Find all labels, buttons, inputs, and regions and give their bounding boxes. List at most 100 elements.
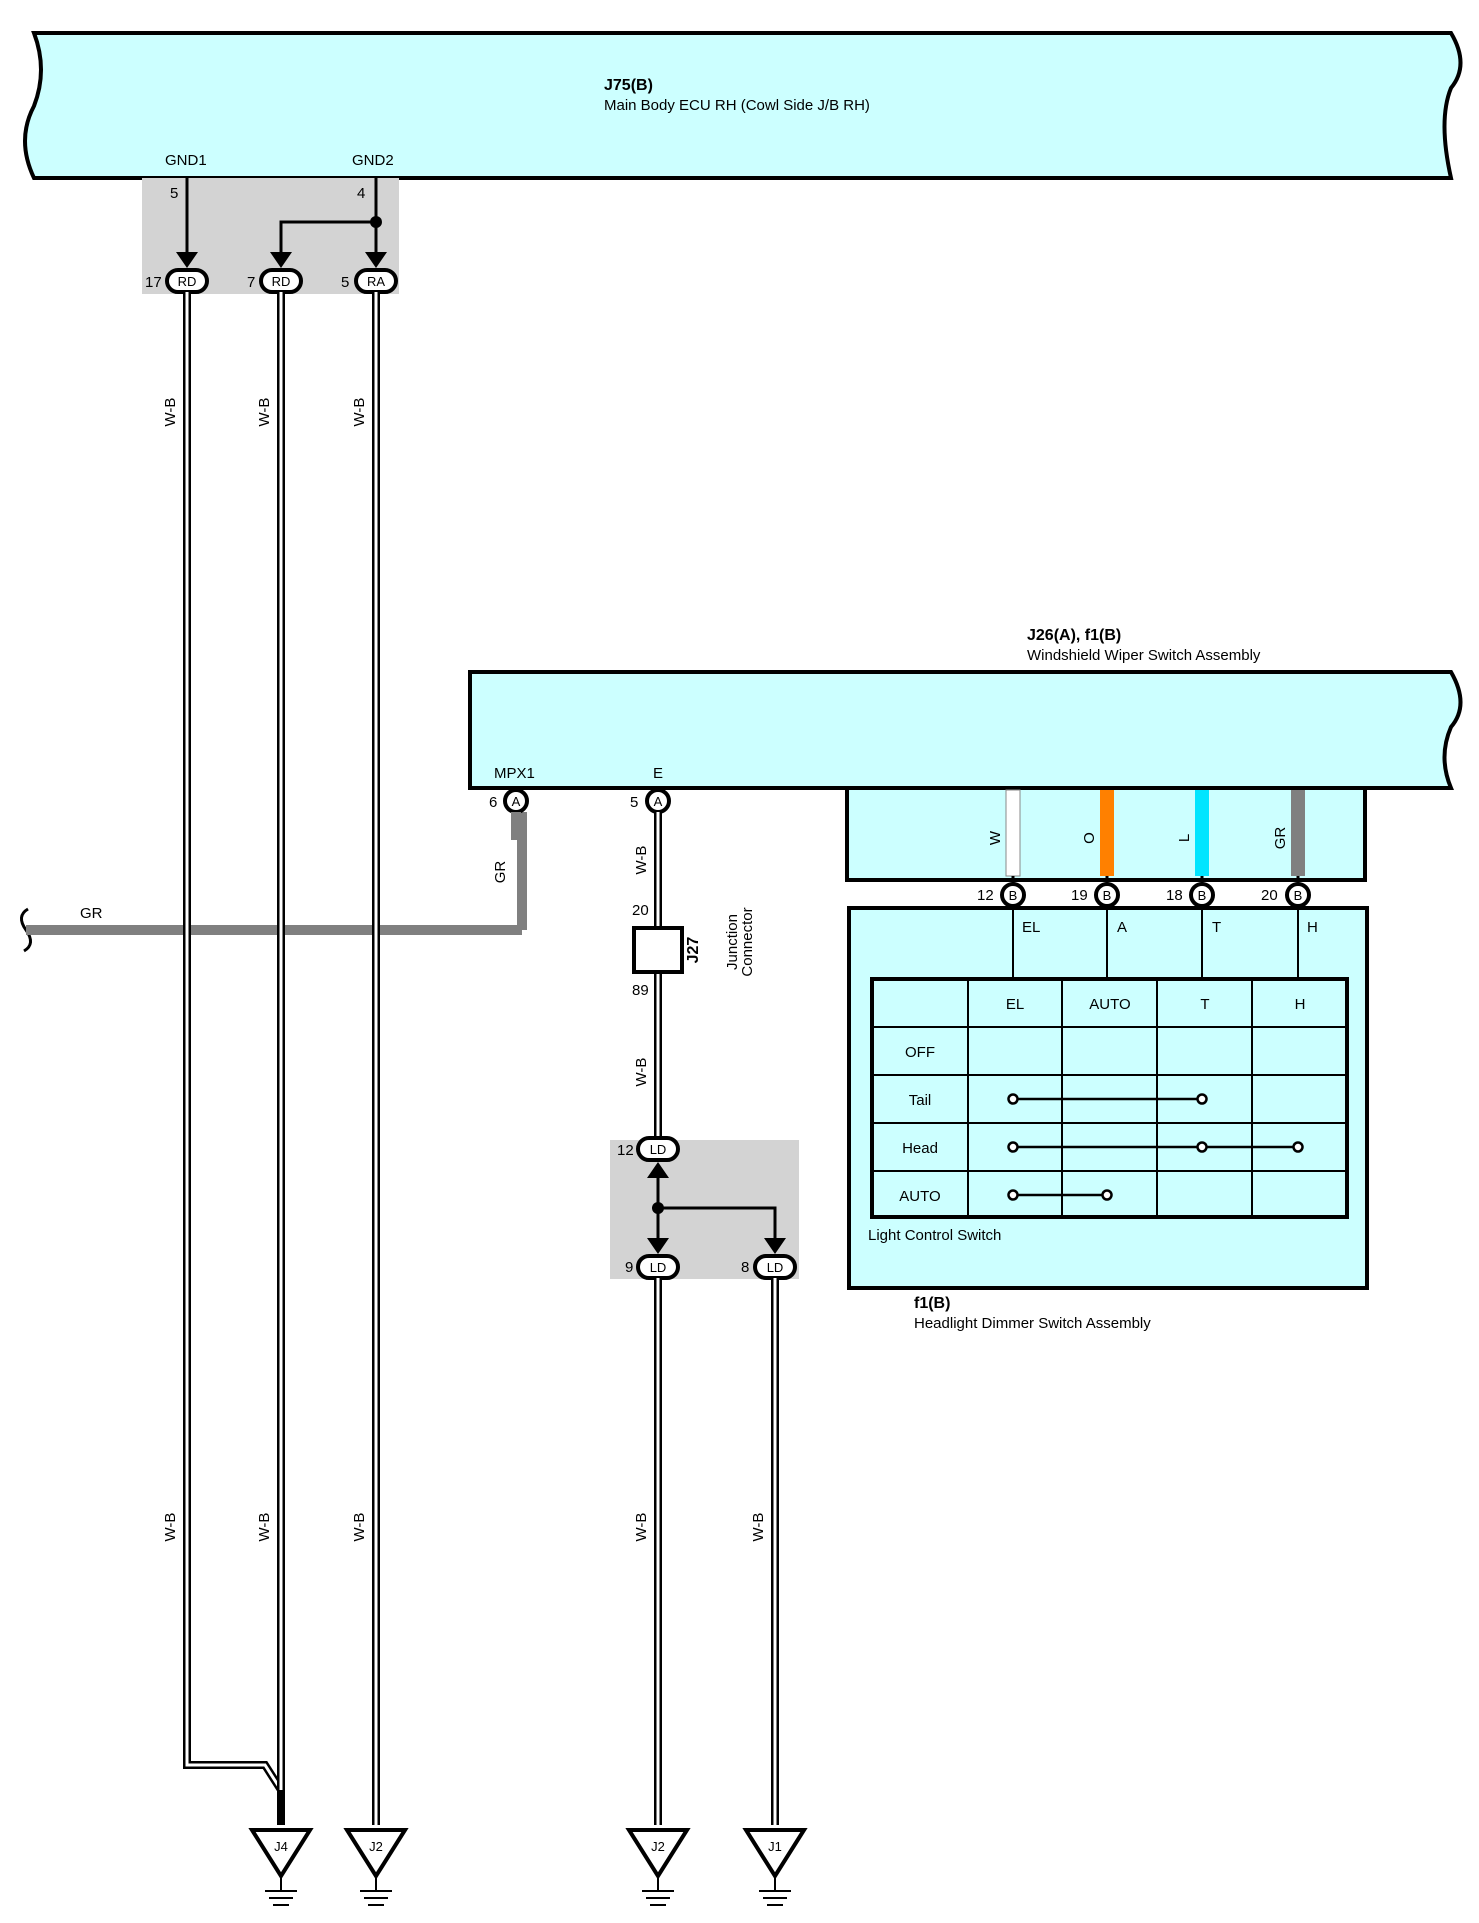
junction-pin-out: 89	[632, 982, 649, 999]
ld-pin-9: 9	[625, 1259, 633, 1276]
splice-joint	[370, 216, 382, 228]
gr-crossing-1	[196, 925, 272, 935]
junction-name-2: Connector	[739, 907, 756, 976]
connector-ra-5-code: RA	[367, 274, 385, 289]
gr-crossing-3	[385, 925, 522, 935]
switch-contact-auto-0	[1007, 1189, 1019, 1201]
arrow-ld-8	[764, 1238, 786, 1254]
wiper-pin-6: 6	[489, 794, 497, 811]
junction-name-1: Junction	[724, 914, 741, 970]
b-pin-20: 20	[1261, 887, 1278, 904]
table-col-t: T	[1200, 996, 1209, 1013]
ground-j4-label: J4	[274, 1839, 288, 1854]
table-row-head: Head	[902, 1140, 938, 1157]
ground-j2a-label: J2	[369, 1839, 383, 1854]
ground-j2b-label: J2	[651, 1839, 665, 1854]
gr-crossing-2	[290, 925, 366, 935]
wb-label-3b: W-B	[351, 1513, 368, 1542]
light-control-table	[870, 977, 1349, 1219]
junction-code: J27	[685, 937, 702, 964]
connector-ld-9-code: LD	[650, 1260, 667, 1275]
ld-pin-8: 8	[741, 1259, 749, 1276]
ecu-pin-gnd1-number: 5	[170, 185, 178, 202]
switch-contact-head-0	[1007, 1141, 1019, 1153]
table-row-off: OFF	[905, 1044, 935, 1061]
gr-wire-label: GR	[80, 905, 103, 922]
splice-wire-branch	[279, 220, 376, 262]
connector-rd-7-code: RD	[272, 274, 291, 289]
arrow-ld-9	[647, 1238, 669, 1254]
switch-connections	[1007, 1093, 1304, 1201]
ecu-splice-pin-7: 7	[247, 274, 255, 291]
ground-j2-a: J2	[343, 1828, 409, 1906]
ecu-pin-gnd2-name: GND2	[352, 152, 394, 169]
ld-joint	[652, 1202, 664, 1214]
ecu-splice-pin-5: 5	[341, 274, 349, 291]
ground-j1-label: J1	[768, 1839, 782, 1854]
light-control-caption: Light Control Switch	[868, 1227, 1001, 1244]
terminal-label-t: T	[1212, 919, 1221, 936]
wb-label-2a: W-B	[256, 398, 273, 427]
switch-contact-head-3	[1292, 1141, 1304, 1153]
connector-b-19-code: B	[1103, 888, 1112, 903]
ground-j1: J1	[742, 1828, 808, 1906]
wiper-pin-mpx1-name: MPX1	[494, 765, 535, 782]
wb-label-ld9: W-B	[633, 1513, 650, 1542]
dimmer-name: Headlight Dimmer Switch Assembly	[914, 1315, 1151, 1332]
wb-label-3a: W-B	[351, 398, 368, 427]
wb-label-e2: W-B	[633, 1058, 650, 1087]
connector-rd-17-code: RD	[178, 274, 197, 289]
ecu-code: J75(B)	[604, 77, 653, 94]
wb-label-1a: W-B	[162, 398, 179, 427]
ecu-pin-gnd2-number: 4	[357, 185, 365, 202]
arrow-rd17	[176, 252, 198, 268]
wb-label-1b: W-B	[162, 1513, 179, 1542]
colored-wire-label-o: O	[1081, 832, 1098, 844]
ecu-pin-gnd1-name: GND1	[165, 152, 207, 169]
terminal-label-el: EL	[1022, 919, 1040, 936]
ecu-box	[23, 31, 1463, 180]
connector-b-20-code: B	[1294, 888, 1303, 903]
ground-j2-b: J2	[625, 1828, 691, 1906]
b-pin-19: 19	[1071, 887, 1088, 904]
ground-j4: J4	[248, 1828, 314, 1906]
ecu-splice-pin-17: 17	[145, 274, 162, 291]
switch-contact-tail-0	[1007, 1093, 1019, 1105]
ld-pin-12: 12	[617, 1142, 634, 1159]
arrow-rd7	[270, 252, 292, 268]
wiper-pin-5: 5	[630, 794, 638, 811]
table-frame	[870, 977, 1349, 1219]
gr-crossing-0	[26, 925, 178, 935]
connector-a-6-code: A	[512, 794, 521, 809]
connector-b-18-code: B	[1198, 888, 1207, 903]
b-pin-18: 18	[1166, 887, 1183, 904]
connector-ld-8-code: LD	[767, 1260, 784, 1275]
switch-contact-head-2	[1196, 1141, 1208, 1153]
table-col-auto: AUTO	[1089, 996, 1130, 1013]
wiper-name: Windshield Wiper Switch Assembly	[1027, 647, 1261, 664]
wiper-code: J26(A), f1(B)	[1027, 627, 1121, 644]
colored-wire-label-gr: GR	[1272, 827, 1289, 850]
terminal-label-a: A	[1117, 919, 1127, 936]
connector-ld-12-code: LD	[650, 1142, 667, 1157]
table-col-h: H	[1295, 996, 1306, 1013]
switch-contact-auto-1	[1101, 1189, 1113, 1201]
wb-wire-rd17-outer	[183, 292, 285, 1825]
wb-label-e1: W-B	[633, 846, 650, 875]
connector-a-5-code: A	[654, 794, 663, 809]
gr-wire-vertical-label: GR	[492, 861, 509, 884]
ecu-name: Main Body ECU RH (Cowl Side J/B RH)	[604, 97, 870, 114]
wb-label-ld8: W-B	[750, 1513, 767, 1542]
colored-wire-label-l: L	[1176, 834, 1193, 842]
table-col-el: EL	[1006, 996, 1024, 1013]
table-row-tail: Tail	[909, 1092, 932, 1109]
wiper-switch-box	[468, 670, 1463, 790]
colored-wire-label-w: W	[987, 830, 1004, 845]
wiper-pin-e-name: E	[653, 765, 663, 782]
wb-wire-rd17-inner	[185, 292, 283, 1825]
switch-contact-tail-2	[1196, 1093, 1208, 1105]
colored-wire-w	[1005, 789, 1021, 893]
junction-connector-box	[632, 926, 684, 974]
arrow-ra5	[365, 252, 387, 268]
